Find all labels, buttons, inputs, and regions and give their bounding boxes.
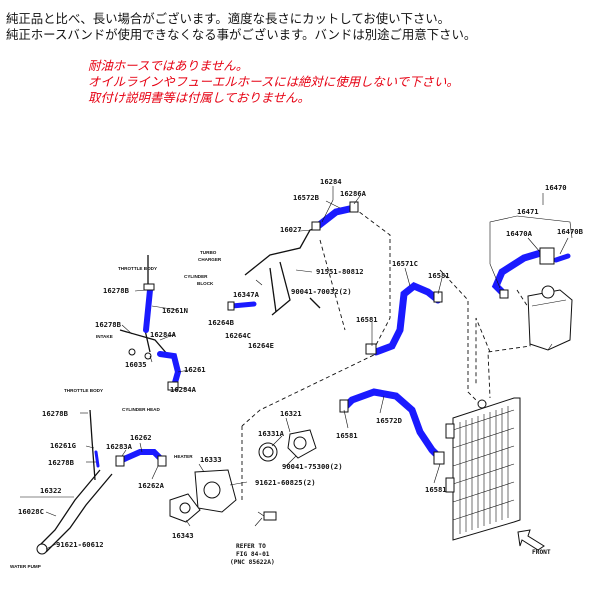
part-91551-80812: 91551-80812 [316,267,364,276]
label-throttle-body-1: THROTTLE BODY [118,266,157,271]
part-90041-75300: 90041-75300(2) [282,462,343,471]
part-16278B-b: 16278B [95,320,122,329]
hose-16261 [157,351,182,389]
label-throttle-body-2: THROTTLE BODY [64,388,103,393]
hose-clamps [115,201,555,467]
label-refer-to: REFER TO [236,543,266,550]
part-16343: 16343 [172,531,194,540]
part-16286A: 16286A [340,189,367,198]
part-16581-c: 16581 [336,431,358,440]
part-16278B-c: 16278B [42,409,69,418]
part-16264E: 16264E [248,341,274,350]
part-16261N: 16261N [162,306,188,315]
part-16284A-b: 16284A [170,385,197,394]
part-16261: 16261 [184,365,206,374]
part-91621-60825: 91621-60825(2) [255,478,316,487]
hose-16572B [314,204,358,230]
label-heater: HEATER [174,454,193,459]
part-16333: 16333 [200,455,222,464]
part-16278B-a: 16278B [103,286,130,295]
hose-16261G [94,450,100,468]
label-water-pump: WATER PUMP [10,564,41,569]
part-16581-b: 16581 [356,315,378,324]
part-numbers: 16284 16572B 16286A 16027 91551-80812 90… [18,177,584,549]
warning-line-3: 取付け説明書等は付属しておりません。 [88,90,310,105]
part-16264B: 16264B [208,318,235,327]
hose-16572D [342,388,444,462]
silicone-hoses [94,204,571,468]
warning-line-1: 耐油ホースではありません。 [88,58,249,73]
label-cylinder-head: CYLINDER HEAD [122,407,160,412]
part-16284A: 16284A [150,330,177,339]
part-16581-a: 16581 [428,271,450,280]
part-16278B-d: 16278B [48,458,75,467]
part-16572B: 16572B [293,193,320,202]
part-16347A: 16347A [233,290,260,299]
part-16322: 16322 [40,486,62,495]
part-16470: 16470 [545,183,567,192]
label-intake: INTAKE [96,334,113,339]
front-arrow [517,529,545,551]
part-16261G: 16261G [50,441,76,450]
reserve-tank [527,285,573,351]
hose-16571C [372,281,442,356]
part-16581-d: 16581 [425,485,447,494]
hose-16262 [119,449,165,463]
note-line-1: 純正品と比べ、長い場合がございます。適度な長さにカットしてお使い下さい。 [6,11,451,26]
leader-lines [20,186,573,550]
part-16262: 16262 [130,433,152,442]
part-16470B: 16470B [557,227,584,236]
engine-housings [169,429,317,523]
dashed-reference-lines [241,207,531,500]
part-16284: 16284 [320,177,342,186]
part-16321: 16321 [280,409,302,418]
hose-16261N [143,287,153,333]
label-block: BLOCK [197,281,214,286]
part-16283A: 16283A [106,442,133,451]
label-fig: FIG 84-01 [236,551,270,558]
hose-16470B [553,253,571,263]
note-line-2: 純正ホースバンドが使用できなくなる事がございます。バンドは別途ご用意下さい。 [6,27,477,42]
hose-16470A [491,248,548,298]
label-front: FRONT [532,549,551,556]
part-16035: 16035 [125,360,147,369]
part-16264C: 16264C [225,331,251,340]
label-pnc: (PNC 85622A) [230,559,275,566]
component-labels: TURBO CHARGER CYLINDER BLOCK THROTTLE BO… [10,250,551,569]
hose-16347A [229,301,257,309]
part-90041-70032: 90041-70032(2) [291,287,352,296]
part-16471: 16471 [517,207,539,216]
part-16470A: 16470A [506,229,533,238]
metal-pipes [36,227,321,555]
part-16331A: 16331A [258,429,285,438]
part-16027: 16027 [280,225,302,234]
label-cylinder: CYLINDER [184,274,208,279]
label-charger: CHARGER [198,257,222,262]
warning-line-2: オイルラインやフューエルホースには絶対に使用しないで下さい。 [88,74,459,89]
label-turbo: TURBO [200,250,217,255]
part-91621-60612: 91621-60612 [56,540,104,549]
part-16572D: 16572D [376,416,402,425]
radiator [445,397,521,541]
part-16028C: 16028C [18,507,44,516]
part-16262A: 16262A [138,481,165,490]
part-16571C: 16571C [392,259,418,268]
